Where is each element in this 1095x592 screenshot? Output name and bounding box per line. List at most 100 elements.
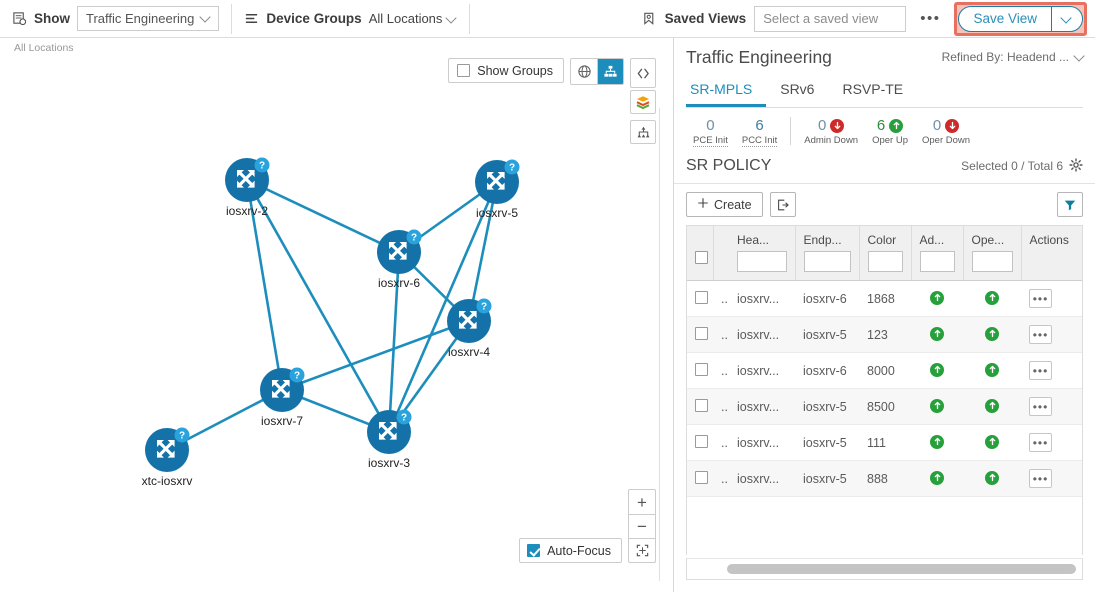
map-toolbar: Show Groups xyxy=(448,58,656,88)
show-groups-toggle[interactable]: Show Groups xyxy=(448,58,564,83)
gear-icon[interactable] xyxy=(1069,157,1083,175)
filter-input[interactable] xyxy=(971,251,1013,272)
saved-view-input[interactable]: Select a saved view xyxy=(754,5,907,32)
filter-input[interactable] xyxy=(919,251,955,272)
topology-link[interactable] xyxy=(387,181,499,433)
row-expander[interactable]: .. xyxy=(713,280,729,317)
row-actions-button[interactable]: ••• xyxy=(1029,289,1052,308)
show-select[interactable]: Traffic Engineering xyxy=(77,6,220,31)
topology-link[interactable] xyxy=(387,251,401,433)
topology-node[interactable]: ?iosxrv-6 xyxy=(377,229,422,291)
cell-headend: iosxrv... xyxy=(729,316,795,353)
topology-link[interactable] xyxy=(467,181,499,322)
tab-srv6[interactable]: SRv6 xyxy=(780,81,815,97)
topology-link[interactable] xyxy=(246,178,400,254)
row-checkbox[interactable] xyxy=(695,326,708,340)
row-expander[interactable]: .. xyxy=(713,352,729,389)
geo-map-button[interactable] xyxy=(571,59,597,84)
topology-node[interactable]: ?xtc-iosxrv xyxy=(142,427,193,489)
select-all-checkbox[interactable] xyxy=(695,251,708,264)
breadcrumb-item-all-locations[interactable]: All Locations xyxy=(14,42,74,54)
row-checkbox[interactable] xyxy=(695,362,708,376)
hierarchy-button[interactable] xyxy=(630,120,656,144)
topology-node[interactable]: ?iosxrv-7 xyxy=(260,367,305,429)
scrollbar-track[interactable] xyxy=(727,564,1076,574)
refined-by-dropdown[interactable]: Refined By: Headend ... xyxy=(942,50,1085,64)
row-checkbox[interactable] xyxy=(695,470,708,484)
layers-button[interactable] xyxy=(630,90,656,114)
auto-focus-checkbox[interactable] xyxy=(527,544,541,557)
show-groups-checkbox[interactable] xyxy=(457,64,471,77)
column-header[interactable]: Ope... xyxy=(963,226,1022,251)
topology-link[interactable] xyxy=(245,179,391,433)
row-checkbox[interactable] xyxy=(695,434,708,448)
row-checkbox[interactable] xyxy=(695,398,708,412)
fit-to-screen-button[interactable] xyxy=(629,538,655,562)
expander-header xyxy=(713,226,729,251)
topology-node[interactable]: ?iosxrv-5 xyxy=(475,159,520,221)
filter-input[interactable] xyxy=(867,251,903,272)
cell-oper-status xyxy=(963,388,1021,425)
row-actions-button[interactable]: ••• xyxy=(1029,469,1052,488)
row-expander[interactable]: .. xyxy=(713,424,729,461)
select-all-cell xyxy=(687,251,714,281)
cell-admin-status xyxy=(911,460,963,497)
column-header[interactable]: Hea... xyxy=(729,226,796,251)
create-button[interactable]: Create xyxy=(686,192,763,217)
column-header[interactable]: Endp... xyxy=(795,226,860,251)
topology-map[interactable]: ?iosxrv-2 ?iosxrv-5 ?iosxrv-6 ?iosxrv-4 ?ios… xyxy=(0,58,672,581)
filter-input[interactable] xyxy=(737,251,787,272)
column-header[interactable]: Color xyxy=(859,226,912,251)
topology-node[interactable]: ?iosxrv-2 xyxy=(225,157,270,219)
device-groups-select[interactable]: All Locations xyxy=(369,11,458,26)
sr-policy-header: SR POLICY Selected 0 / Total 6 xyxy=(674,153,1095,184)
save-view-separator xyxy=(1051,6,1052,31)
saved-views-label: Saved Views xyxy=(664,11,747,26)
row-expander[interactable]: .. xyxy=(713,388,729,425)
filter-input[interactable] xyxy=(803,251,851,272)
table-horizontal-scrollbar[interactable] xyxy=(686,558,1083,580)
zoom-in-button[interactable]: + xyxy=(637,492,647,512)
logical-topology-button[interactable] xyxy=(597,59,623,84)
collapse-panel-button[interactable] xyxy=(630,58,656,88)
tab-rsvp-te[interactable]: RSVP-TE xyxy=(842,81,904,97)
panel-tabs: SR-MPLS SRv6 RSVP-TE xyxy=(686,77,1083,108)
cell-oper-status xyxy=(963,316,1021,353)
saved-views-more-button[interactable]: ••• xyxy=(920,10,941,27)
toolbar-divider xyxy=(469,3,471,34)
device-groups-group: Device Groups All Locations xyxy=(232,0,469,38)
row-expander[interactable]: .. xyxy=(713,460,729,497)
save-view-button[interactable]: Save View xyxy=(973,11,1037,26)
zoom-out-button[interactable]: − xyxy=(629,514,655,538)
column-header[interactable]: Actions xyxy=(1021,226,1082,251)
chevron-down-icon xyxy=(1062,14,1072,24)
unknown-status-badge xyxy=(174,427,190,443)
export-button[interactable] xyxy=(769,192,796,217)
topology-node[interactable]: ?iosxrv-3 xyxy=(367,409,412,471)
row-actions-button[interactable]: ••• xyxy=(1029,361,1052,380)
column-filter-cell xyxy=(859,251,912,281)
topology-link[interactable] xyxy=(281,319,470,392)
scrollbar-thumb[interactable] xyxy=(727,564,1076,574)
cell-color: 123 xyxy=(859,316,911,353)
filter-button[interactable] xyxy=(1057,192,1083,217)
tab-sr-mpls[interactable]: SR-MPLS xyxy=(686,77,767,107)
topology-link[interactable] xyxy=(245,179,284,391)
row-expander[interactable]: .. xyxy=(713,316,729,353)
column-header[interactable]: Ad... xyxy=(911,226,964,251)
row-actions-button[interactable]: ••• xyxy=(1029,397,1052,416)
row-checkbox[interactable] xyxy=(695,290,708,304)
topology-node[interactable]: ?iosxrv-4 xyxy=(447,298,492,360)
row-actions-button[interactable]: ••• xyxy=(1029,433,1052,452)
save-view-dropdown-button[interactable] xyxy=(1052,14,1082,24)
row-actions-button[interactable]: ••• xyxy=(1029,325,1052,344)
auto-focus-toggle[interactable]: Auto-Focus xyxy=(519,538,622,563)
